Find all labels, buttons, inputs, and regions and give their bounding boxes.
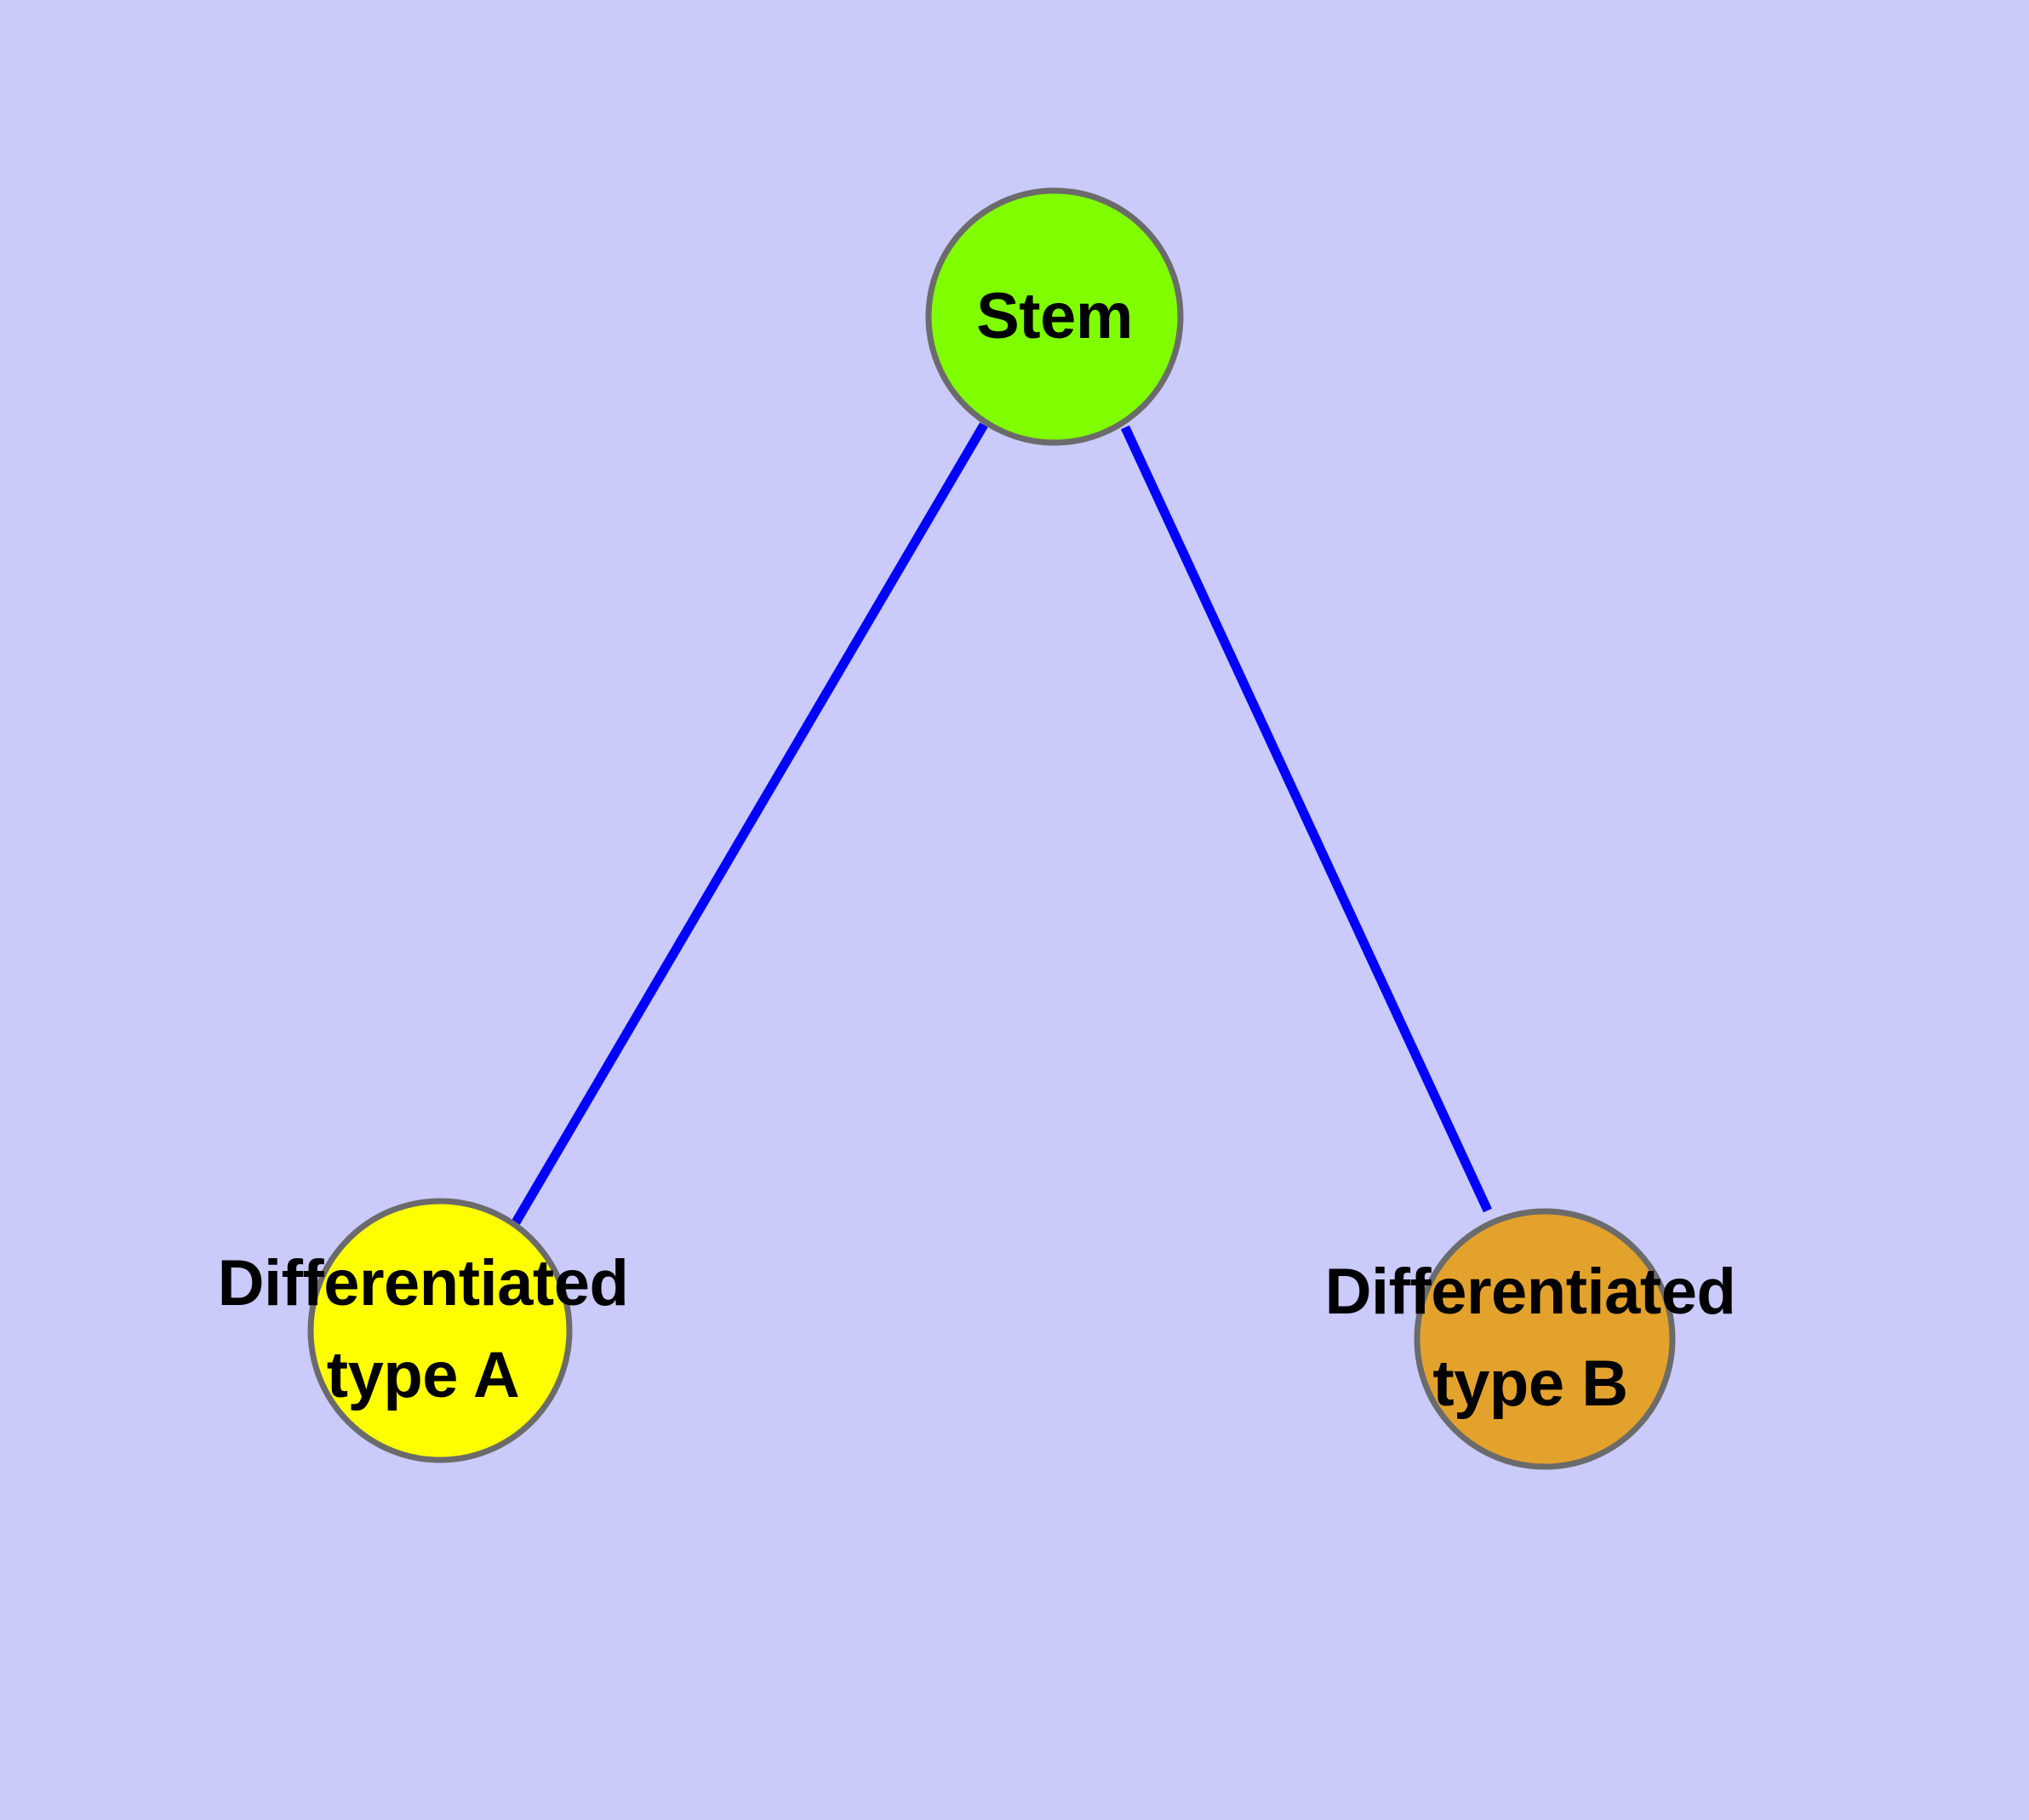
edge-stem-to-differentiated-type-a [512,422,988,1225]
node-circle-differentiated-type-a[interactable] [307,1198,573,1463]
edge-stem-to-differentiated-type-b [1121,425,1492,1213]
node-circle-stem[interactable] [925,187,1184,446]
node-circle-differentiated-type-b[interactable] [1414,1208,1676,1470]
